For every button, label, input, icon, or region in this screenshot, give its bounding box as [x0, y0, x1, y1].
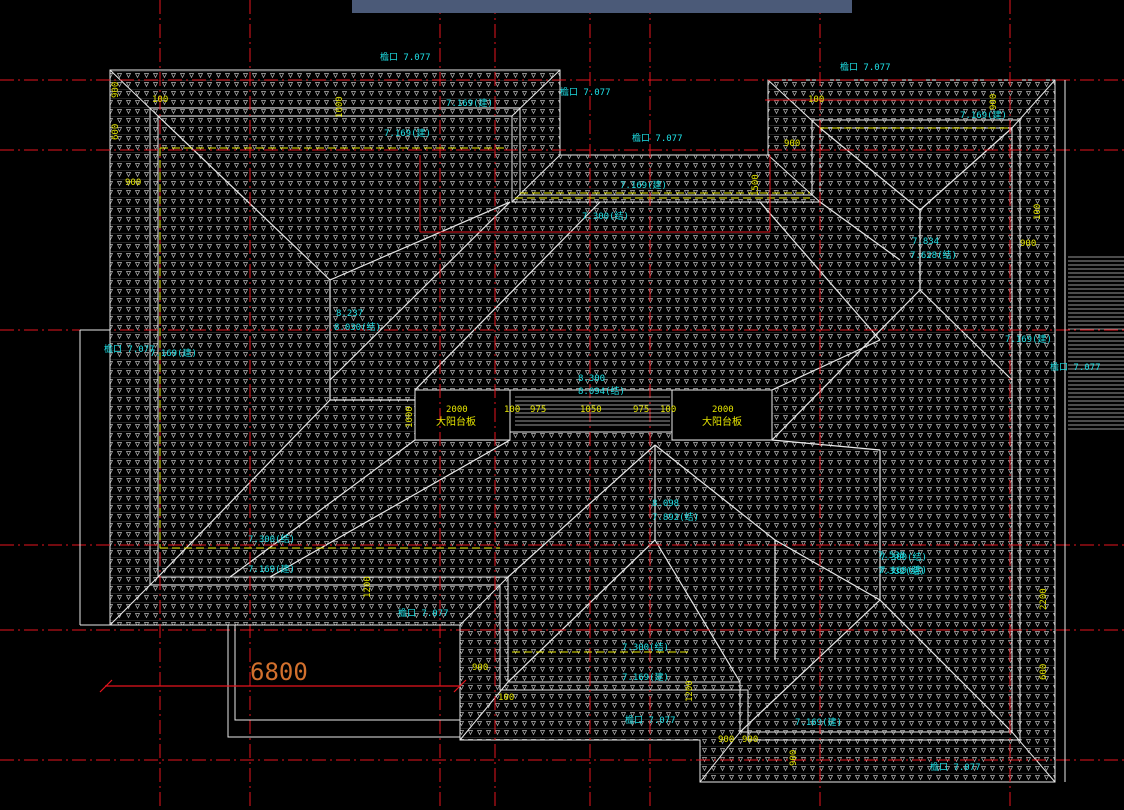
beam-elevation-label: 7.300(结) — [248, 533, 295, 545]
dim-900: 900 — [789, 750, 799, 766]
ridge-elevation-label: 8.094(结) — [578, 385, 625, 397]
dim-900: 900 — [111, 82, 121, 98]
red-reference-lines — [419, 99, 980, 233]
eave-elevation-label: 檐口 7.077 — [1050, 361, 1101, 373]
beam-elevation-label: 7.300(结) — [622, 641, 669, 653]
eave-elevation-label: 檐口 7.077 — [398, 607, 449, 619]
gutter-elevation-label: 7.169(建) — [384, 127, 431, 139]
balcony-slab-label: 大阳台板 — [436, 415, 476, 428]
gutter-elevation-label: 7.169(建) — [620, 179, 667, 191]
dim-600: 600 — [1039, 664, 1049, 680]
gutter-elevation-label: 7.169(建) — [795, 716, 842, 728]
dim-100: 100 — [808, 95, 824, 105]
dim-1050: 1050 — [580, 405, 602, 415]
dim-2000: 2000 — [712, 405, 734, 415]
dim-100: 100 — [152, 95, 168, 105]
eave-elevation-label: 檐口 7.077 — [632, 132, 683, 144]
dim-1200: 1200 — [363, 576, 373, 598]
dim-100: 100 — [660, 405, 676, 415]
dim-900: 900 — [472, 663, 488, 673]
dim-900: 900 — [784, 139, 800, 149]
eave-elevation-label: 檐口 7.077 — [380, 51, 431, 63]
beam-elevation-label: 7.300(结) — [582, 210, 629, 222]
ridge-elevation-label: 7.834 — [912, 237, 939, 247]
dimension-6800 — [99, 679, 467, 693]
dim-1500: 1500 — [751, 174, 761, 196]
dim-1000: 1000 — [335, 96, 345, 118]
dim-1000: 1000 — [405, 406, 415, 428]
dim-1200: 1200 — [685, 680, 695, 702]
dim-900: 900 — [718, 735, 734, 745]
ridge-elevation-label: 7.332(结) — [878, 565, 925, 577]
dim-100: 100 — [504, 405, 520, 415]
gutter-elevation-label: 7.169(建) — [880, 564, 927, 576]
ridge-elevation-label: 8.098 — [652, 499, 679, 509]
dimension-6800-label: 6800 — [250, 658, 308, 686]
beam-elevation-label: 7.300(结) — [880, 551, 927, 563]
stair-hatch-mid — [515, 395, 670, 427]
gutter-elevation-label: 7.169(建) — [248, 563, 295, 575]
balcony-slab-label: 大阳台板 — [702, 415, 742, 428]
eave-elevation-label: 檐口 7.077 — [104, 343, 155, 355]
gutter-elevation-label: 7.169(建) — [960, 109, 1007, 121]
dim-975: 975 — [530, 405, 546, 415]
stair-hatch-right — [1068, 255, 1124, 430]
gutter-elevation-label: 7.169(建) — [150, 347, 197, 359]
eave-elevation-label: 檐口 7.077 — [930, 761, 981, 773]
ridge-elevation-label: 8.300 — [578, 374, 605, 384]
dim-900: 900 — [989, 94, 999, 110]
dim-2000: 2000 — [446, 405, 468, 415]
gutter-elevation-label: 7.169(建) — [1005, 333, 1052, 345]
outer-frame — [79, 80, 1066, 782]
dim-100: 100 — [498, 693, 514, 703]
balcony-void-left — [414, 389, 511, 441]
eave-elevation-label: 檐口 7.077 — [560, 86, 611, 98]
dim-900: 900 — [125, 178, 141, 188]
roof-hip-lines — [157, 115, 1013, 733]
ridge-elevation-label: 7.628(结) — [910, 249, 957, 261]
ridge-elevation-label: 8.030(结) — [334, 321, 381, 333]
ridge-elevation-label: 7.892(结) — [652, 511, 699, 523]
ridge-elevation-label: 7.538 — [878, 551, 905, 561]
dim-100: 100 — [1033, 204, 1043, 220]
gutter-lines — [159, 127, 1008, 653]
dim-900: 900 — [1020, 239, 1036, 249]
ridge-elevation-label: 8.237 — [336, 309, 363, 319]
gutter-elevation-label: 7.169(建) — [446, 97, 493, 109]
balcony-void-right — [671, 389, 773, 441]
eave-elevation-label: 檐口 7.077 — [625, 714, 676, 726]
dim-600: 600 — [111, 124, 121, 140]
dim-900: 900 — [742, 735, 758, 745]
dim-2200: 2200 — [1039, 588, 1049, 610]
eave-elevation-label: 檐口 7.077 — [840, 61, 891, 73]
dim-975: 975 — [633, 405, 649, 415]
gutter-elevation-label: 7.169(建) — [622, 671, 669, 683]
title-banner — [352, 0, 852, 13]
